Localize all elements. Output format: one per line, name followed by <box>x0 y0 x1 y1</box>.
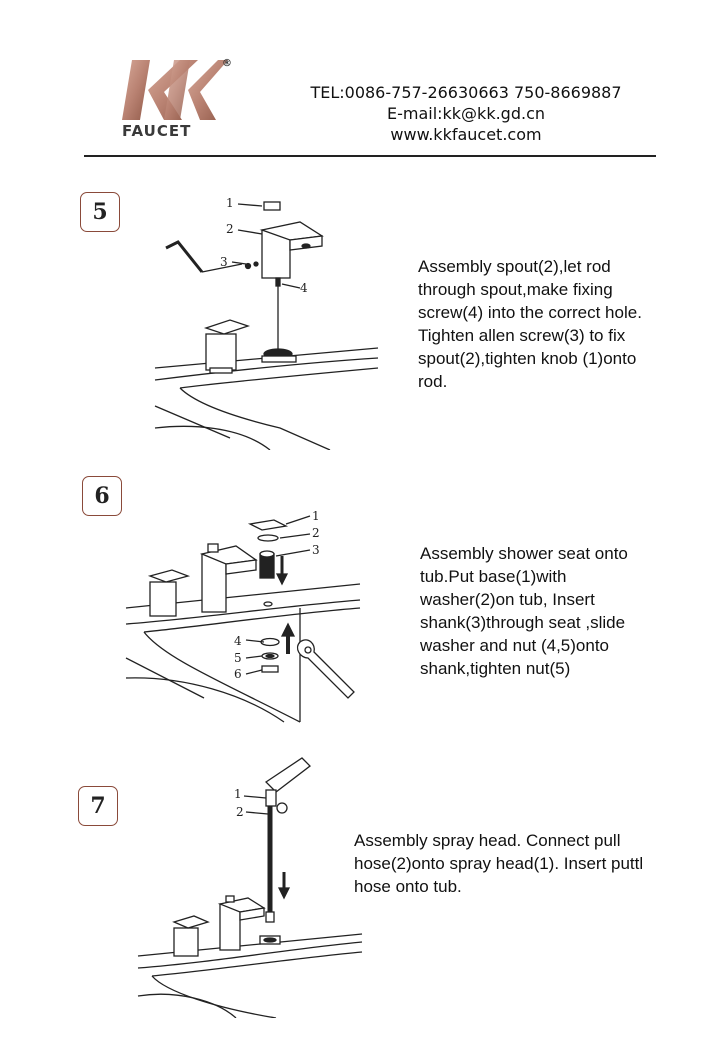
contact-web: www.kkfaucet.com <box>390 125 542 144</box>
step-6-badge: 6 <box>82 476 122 516</box>
step-6-line: shank,tighten nut(5) <box>420 659 571 678</box>
step-5-callout-1: 1 <box>226 196 234 210</box>
contact-email: E-mail:kk@kk.gd.cn <box>386 104 546 123</box>
step-7-callout-2: 2 <box>236 805 244 819</box>
step-5-diagram: 1 2 3 4 <box>154 196 379 450</box>
contact-tel: TEL:0086-757-26630663 750-8669887 <box>310 83 622 102</box>
step-6-line: Assembly shower seat onto <box>420 544 628 563</box>
step-7-diagram: 1 2 <box>137 757 363 1018</box>
step-5-line: Assembly spout(2),let rod <box>418 257 611 276</box>
step-7-badge: 7 <box>78 786 118 826</box>
step-6-callout-5: 5 <box>234 651 242 665</box>
step-6-callout-6: 6 <box>234 667 242 681</box>
step-7-line: Assembly spray head. Connect pull <box>354 831 621 850</box>
contact-block: TEL:0086-757-26630663 750-8669887 E-mail… <box>296 82 636 145</box>
step-6-line: shank(3)through seat ,slide <box>420 613 626 632</box>
step-7-line: hose(2)onto spray head(1). Insert puttl <box>354 854 644 873</box>
step-7-callout-1: 1 <box>234 787 242 801</box>
step-6-callout-2: 2 <box>312 526 320 540</box>
step-5-callout-2: 2 <box>226 222 234 236</box>
step-5-line: rod. <box>418 372 448 391</box>
step-5-line: spout(2),tighten knob (1)onto <box>418 349 637 368</box>
step-5-callout-4: 4 <box>300 281 308 295</box>
step-5-line: screw(4) into the correct hole. <box>418 303 642 322</box>
step-5-badge: 5 <box>80 192 120 232</box>
step-6-instructions: Assembly shower seat onto tub.Put base(1… <box>420 542 710 680</box>
step-5-line: through spout,make fixing <box>418 280 613 299</box>
step-6-callout-3: 3 <box>312 543 320 557</box>
brand-logo: ® FAUCET <box>118 58 238 142</box>
logo-wordmark: FAUCET <box>122 122 192 140</box>
step-6-line: washer(2)on tub, Insert <box>420 590 595 609</box>
step-5-line: Tighten allen screw(3) to fix <box>418 326 626 345</box>
step-6-callout-4: 4 <box>234 634 242 648</box>
step-6-callout-1: 1 <box>312 509 320 523</box>
step-6-line: tub.Put base(1)with <box>420 567 567 586</box>
step-7-line: hose onto tub. <box>354 877 462 896</box>
step-5-callout-3: 3 <box>220 255 228 269</box>
registered-mark: ® <box>222 58 232 69</box>
step-6-diagram: 1 2 3 4 5 6 <box>125 509 361 723</box>
step-7-instructions: Assembly spray head. Connect pull hose(2… <box>354 829 704 898</box>
step-6-line: washer and nut (4,5)onto <box>420 636 610 655</box>
header-divider <box>84 155 656 157</box>
kk-logo-mark <box>122 60 228 120</box>
step-5-instructions: Assembly spout(2),let rod through spout,… <box>418 255 708 393</box>
